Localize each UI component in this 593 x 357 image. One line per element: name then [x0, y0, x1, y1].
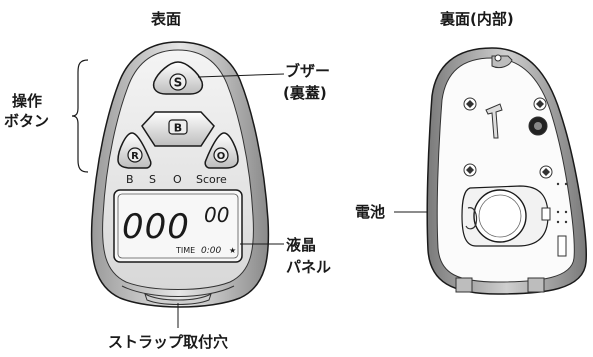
button-o-text: O	[217, 151, 226, 162]
front-title: 表面	[151, 10, 182, 28]
strap-hole-label: ストラップ取付穴	[108, 333, 229, 351]
back-foot-left	[455, 277, 473, 293]
battery-icon	[473, 189, 527, 243]
button-b-text: B	[174, 122, 182, 135]
score-label-score: Score	[196, 173, 227, 186]
lcd-panel: 000 00 TIME 0:00 ★	[113, 189, 243, 263]
back-top-screw	[494, 54, 502, 62]
screw-post-1	[463, 97, 477, 111]
buzzer-leader-line	[197, 73, 285, 78]
back-device	[426, 47, 587, 295]
front-bottom-rim	[121, 285, 235, 297]
strap-hole	[144, 292, 212, 305]
lcd-main-digits: 000	[122, 207, 190, 247]
back-title: 裏面(内部)	[440, 10, 514, 28]
lcd-time-label: TIME	[175, 246, 195, 255]
lcd-label-1: 液晶	[286, 236, 317, 254]
lcd-label-2: パネル	[286, 258, 332, 276]
front-device: S B R O B S O Score	[90, 41, 270, 308]
back-slot	[557, 235, 567, 257]
button-b[interactable]: B	[141, 111, 215, 147]
operation-buttons-brace	[71, 59, 89, 173]
score-label-o: O	[173, 173, 182, 186]
button-s-text: S	[174, 76, 183, 90]
buzzer-pin	[485, 103, 503, 139]
back-inner-case	[436, 57, 575, 283]
screw-post-2	[533, 97, 547, 111]
lcd-small-digits: 00	[204, 203, 229, 227]
operation-buttons-label-1: 操作	[12, 92, 43, 110]
buzzer-label-2: (裏蓋)	[283, 84, 327, 102]
screw-post-3	[463, 163, 477, 177]
lcd-time-value: 0:00	[201, 246, 221, 256]
battery-label: 電池	[355, 203, 386, 221]
back-foot-right	[527, 277, 545, 293]
score-label-b: B	[126, 173, 134, 186]
button-o[interactable]: O	[204, 132, 239, 169]
button-r[interactable]: R	[117, 132, 152, 169]
contact-dots	[556, 182, 568, 224]
score-labels: B S O Score	[126, 173, 227, 186]
battery-holder	[461, 185, 551, 247]
button-r-text: R	[131, 151, 139, 162]
lcd-star-icon: ★	[229, 246, 236, 255]
button-s[interactable]: S	[152, 61, 204, 95]
score-label-s: S	[149, 173, 156, 186]
screw-post-4	[539, 165, 553, 179]
buzzer-label-1: ブザー	[285, 62, 331, 80]
button-s-icon	[169, 73, 187, 91]
operation-buttons-label-2: ボタン	[4, 112, 50, 130]
